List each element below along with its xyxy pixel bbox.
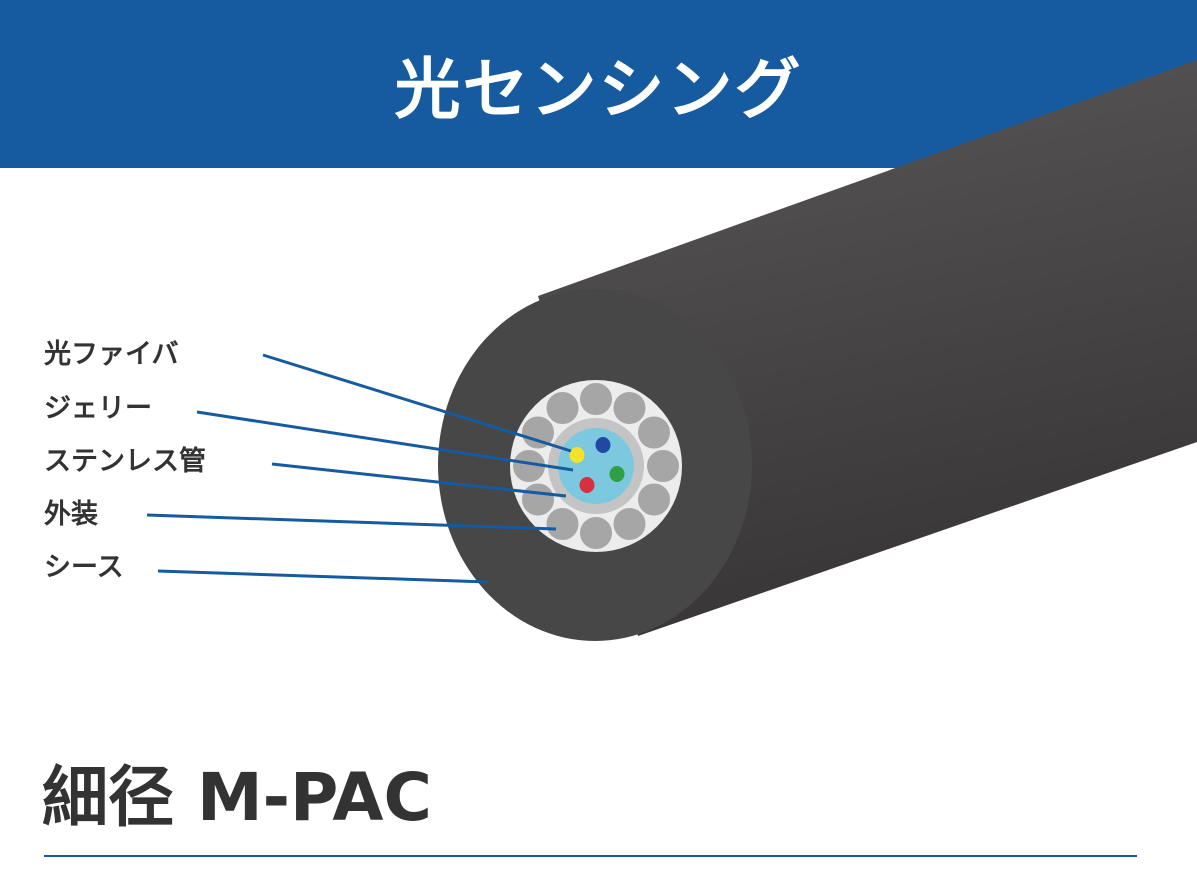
leader-line-optical-fiber: [262, 353, 572, 453]
fiber-yellow: [569, 447, 585, 463]
product-title: 細径 M-PAC: [42, 759, 432, 836]
armor-wire: [544, 506, 581, 542]
label-armor: 外装: [44, 499, 98, 530]
fiber-red: [579, 477, 595, 493]
armor-wire: [645, 448, 681, 484]
fiber-blue: [595, 437, 611, 453]
label-sheath: シース: [44, 552, 124, 583]
armor-wires: [511, 381, 681, 551]
armor-wire: [636, 481, 672, 518]
page-title: 光センシング: [394, 51, 803, 128]
armor-wire: [544, 390, 581, 426]
armor-wire: [578, 515, 614, 551]
label-optical-fiber: 光ファイバ: [44, 339, 179, 370]
leader-line-stainless-tube: [271, 462, 567, 498]
armor-wire: [611, 390, 648, 426]
leader-line-jelly: [196, 410, 574, 472]
armor-wire: [520, 414, 556, 451]
fiber-green: [609, 466, 625, 482]
leader-line-sheath: [157, 569, 489, 584]
jelly-fill: [558, 428, 634, 504]
armor-wire: [578, 381, 614, 417]
title-underline: [44, 855, 1137, 857]
armor-wire: [611, 506, 648, 542]
leader-line-armor: [146, 513, 557, 531]
armor-wire: [636, 414, 672, 451]
label-jelly: ジェリー: [44, 393, 152, 424]
label-stainless-tube: ステンレス管: [44, 446, 206, 477]
armor-wire: [520, 481, 556, 518]
